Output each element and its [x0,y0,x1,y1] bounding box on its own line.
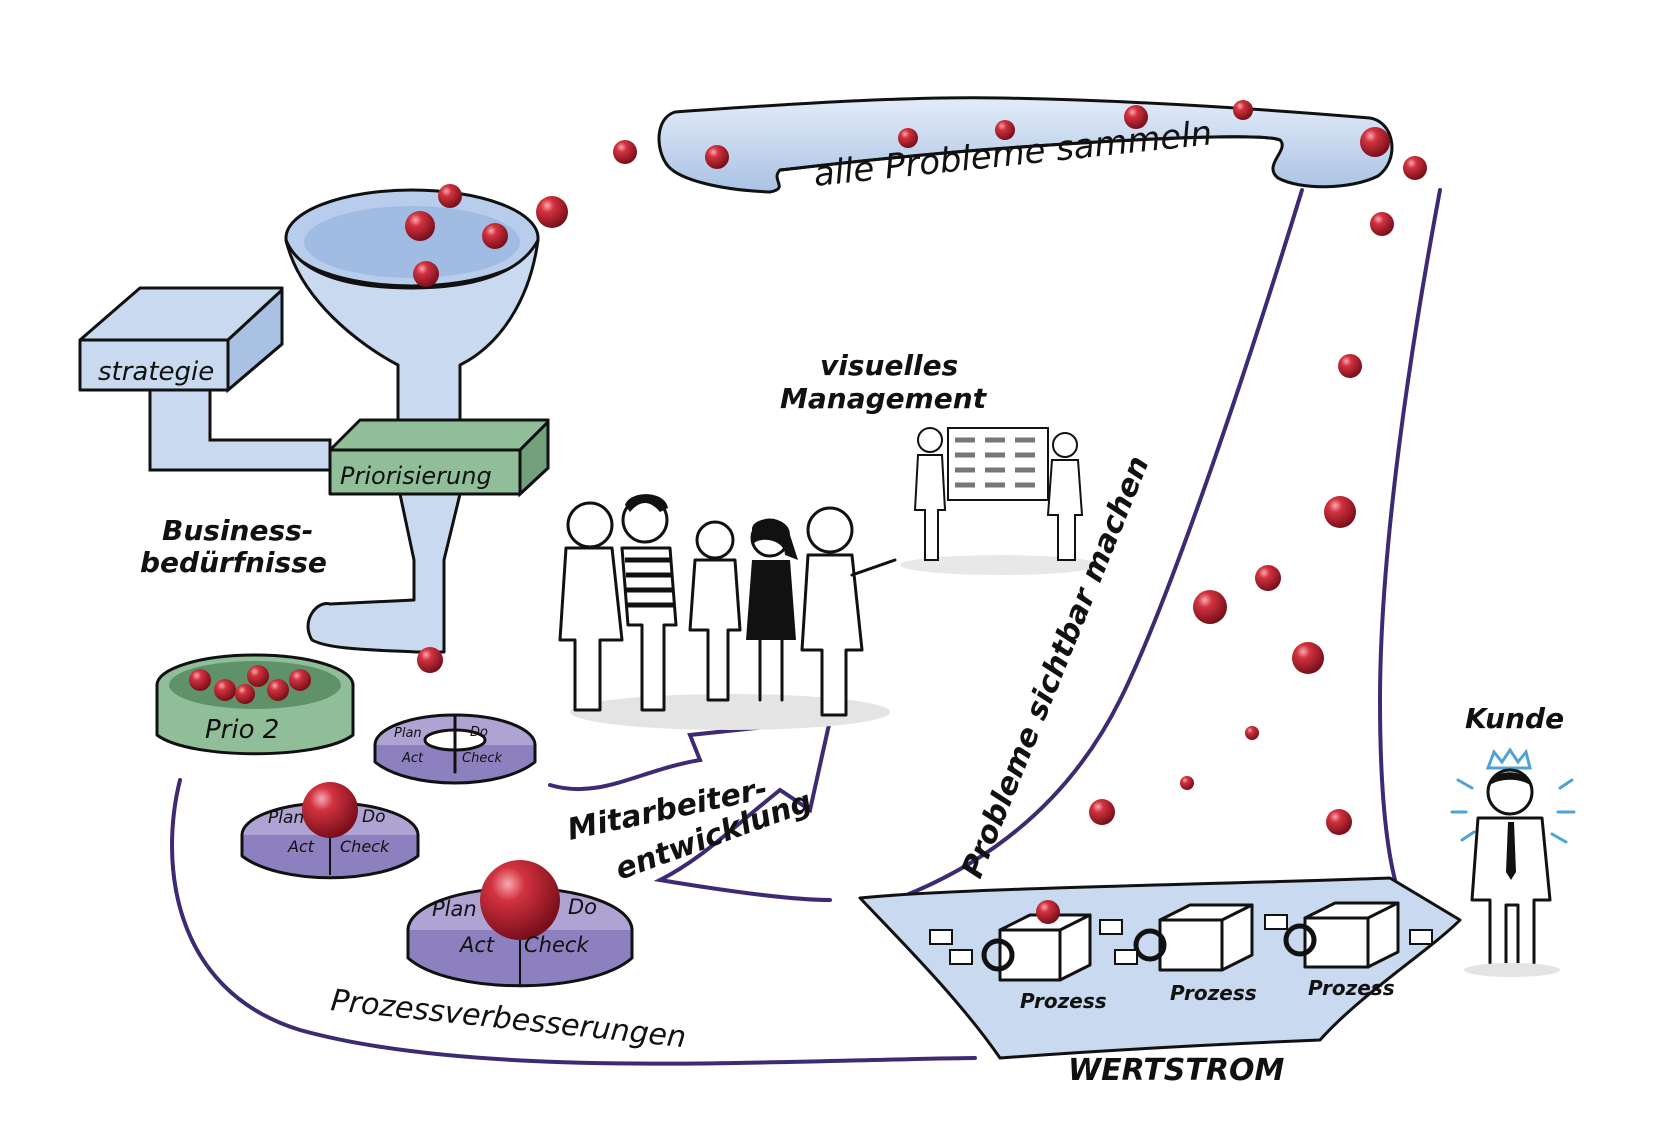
pdca-small-check: Check [462,751,502,766]
flow-line-left [878,188,1304,907]
strategie-box [78,286,332,472]
flow-line-right [1377,188,1442,882]
pdca-medium-check: Check [340,837,390,856]
pdca-large-do: Do [568,895,597,919]
board-icon [900,427,1100,575]
pdca-medium-plan: Plan [268,808,304,828]
prio2-label: Prio 2 [205,715,279,745]
prozess-label-1: Prozess [1020,989,1107,1013]
priorisierung-label: Priorisierung [340,462,492,490]
pdca-large-act: Act [458,933,495,957]
visuelles-label-2: Management [780,382,988,415]
pdca-medium-do: Do [362,807,386,827]
business-label-1: Business- [162,514,313,547]
wertstrom-platform [858,876,1462,1060]
prozessverbesserungen-label: Prozessverbesserungen [329,983,688,1055]
prozess-label-2: Prozess [1170,981,1257,1005]
falling-balls [405,100,1427,835]
prio2-bowl [155,653,355,756]
pdca-small [373,713,537,785]
pdca-small-plan: Plan [394,726,422,741]
pdca-small-do: Do [470,725,488,740]
prozess-label-3: Prozess [1308,976,1395,1000]
pdca-large [406,860,634,988]
funnel-pipe [306,492,462,654]
pdca-small-act: Act [401,751,424,766]
wertstrom-label: WERTSTROM [1068,1053,1284,1088]
business-label-2: bedürfnisse [140,546,327,579]
kunde-label: Kunde [1465,702,1564,735]
pdca-large-plan: Plan [432,897,477,921]
tray-icon [657,96,1394,194]
pdca-medium [240,782,420,880]
crown-icon [1485,747,1532,770]
pdca-large-check: Check [524,933,589,957]
people-icon [558,494,897,730]
priorisierung-box [328,418,550,498]
visuelles-label-1: visuelles [820,349,958,382]
strategie-label: strategie [98,357,214,387]
mitarbeiter-arrow [548,717,833,902]
ball [417,647,443,673]
customer-icon [1450,747,1576,977]
improvement-loop-line [170,778,977,1066]
pdca-medium-act: Act [287,837,315,856]
